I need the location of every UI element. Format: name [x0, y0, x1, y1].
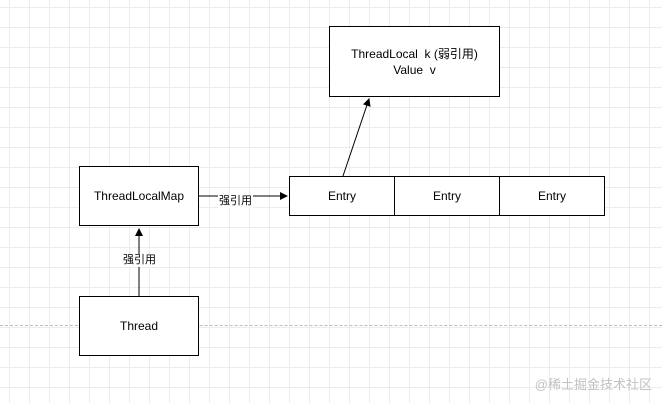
- threadlocal-key-label: ThreadLocal k (弱引用): [351, 46, 478, 61]
- entry-cell: Entry: [395, 177, 500, 215]
- threadlocalmap-label: ThreadLocalMap: [93, 189, 185, 203]
- entry-cell: Entry: [290, 177, 395, 215]
- entry-to-threadlocal-arrow: [342, 98, 371, 177]
- threadlocalmap-box: ThreadLocalMap: [79, 166, 199, 226]
- thread-box: Thread: [79, 296, 199, 356]
- dashed-divider: [0, 325, 662, 326]
- threadlocal-box: ThreadLocal k (弱引用) Value v: [329, 26, 500, 97]
- entry-cell: Entry: [500, 177, 604, 215]
- strong-ref-label-thread: 强引用: [122, 254, 157, 267]
- entry-array: Entry Entry Entry: [289, 176, 605, 216]
- entry-label: Entry: [327, 189, 356, 203]
- watermark: @稀土掘金技术社区: [534, 377, 652, 392]
- threadlocal-value-label: Value v: [393, 62, 436, 77]
- strong-ref-label-map: 强引用: [218, 195, 253, 208]
- thread-label: Thread: [119, 319, 159, 333]
- entry-label: Entry: [432, 189, 461, 203]
- entry-label: Entry: [537, 189, 566, 203]
